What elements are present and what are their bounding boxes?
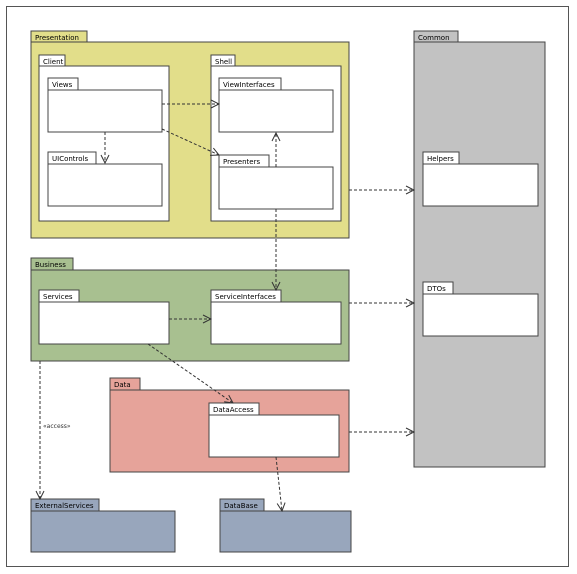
client-label: Client (43, 58, 64, 66)
views-body (47, 89, 163, 133)
package-database[interactable]: DataBase (219, 498, 352, 553)
package-serviceinterfaces[interactable]: ServiceInterfaces (210, 289, 342, 345)
dtos-label: DTOs (427, 285, 446, 293)
dtos-body (422, 293, 539, 337)
dataaccess-body (208, 414, 340, 458)
externalservices-label: ExternalServices (35, 502, 94, 510)
shell-label: Shell (215, 58, 232, 66)
dep-services-dataaccess (147, 343, 233, 403)
package-uicontrols[interactable]: UIControls (47, 151, 163, 207)
uicontrols-body (47, 163, 163, 207)
package-viewinterfaces[interactable]: ViewInterfaces (218, 77, 334, 133)
data-label: Data (114, 381, 131, 389)
viewinterfaces-body (218, 89, 334, 133)
presenters-body (218, 166, 334, 210)
services-label: Services (43, 293, 73, 301)
dependencies (40, 104, 414, 511)
externalservices-body (30, 510, 176, 553)
package-externalservices[interactable]: ExternalServices (30, 498, 176, 553)
package-views[interactable]: Views (47, 77, 163, 133)
helpers-label: Helpers (427, 155, 454, 163)
package-helpers[interactable]: Helpers (422, 151, 539, 207)
access-stereotype: «access» (43, 423, 71, 430)
dep-views-presenters (161, 128, 219, 155)
package-dataaccess[interactable]: DataAccess (208, 402, 340, 458)
dep-dataaccess-database (275, 456, 282, 511)
uicontrols-label: UIControls (52, 155, 88, 163)
package-dtos[interactable]: DTOs (422, 281, 539, 337)
package-services[interactable]: Services (38, 289, 170, 345)
serviceinterfaces-body (210, 301, 342, 345)
database-body (219, 510, 352, 553)
dataaccess-label: DataAccess (213, 406, 254, 414)
viewinterfaces-label: ViewInterfaces (223, 81, 275, 89)
views-label: Views (52, 81, 73, 89)
presenters-label: Presenters (223, 158, 260, 166)
helpers-body (422, 163, 539, 207)
package-presenters[interactable]: Presenters (218, 154, 334, 210)
database-label: DataBase (224, 502, 258, 510)
package-common[interactable]: Common (413, 30, 546, 468)
common-body (413, 41, 546, 468)
common-label: Common (418, 34, 450, 42)
services-body (38, 301, 170, 345)
business-label: Business (35, 261, 66, 269)
presentation-label: Presentation (35, 34, 79, 42)
serviceinterfaces-label: ServiceInterfaces (215, 293, 276, 301)
